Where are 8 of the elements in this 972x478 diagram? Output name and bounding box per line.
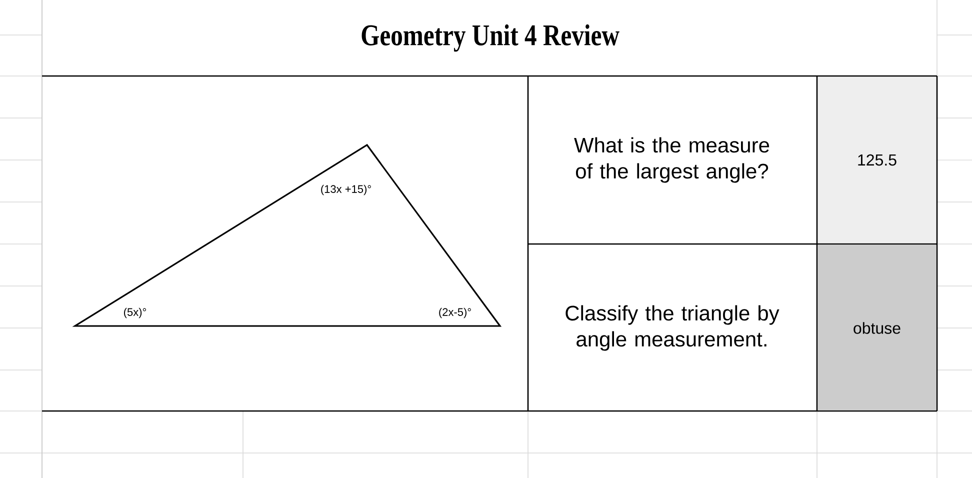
question-text: Classify the triangle by angle measurement. <box>566 305 780 351</box>
angle-label: (2x-5)° <box>439 308 471 318</box>
answer-cell: 125.5 <box>818 77 936 243</box>
answer-cell: obtuse <box>818 245 936 410</box>
question-text: What is the measure of the largest angle? <box>574 137 770 183</box>
title: Geometry Unit 4 Review <box>362 24 620 52</box>
angle-label: (13x +15)° <box>321 184 371 196</box>
angle-label: (5x)° <box>124 308 146 318</box>
